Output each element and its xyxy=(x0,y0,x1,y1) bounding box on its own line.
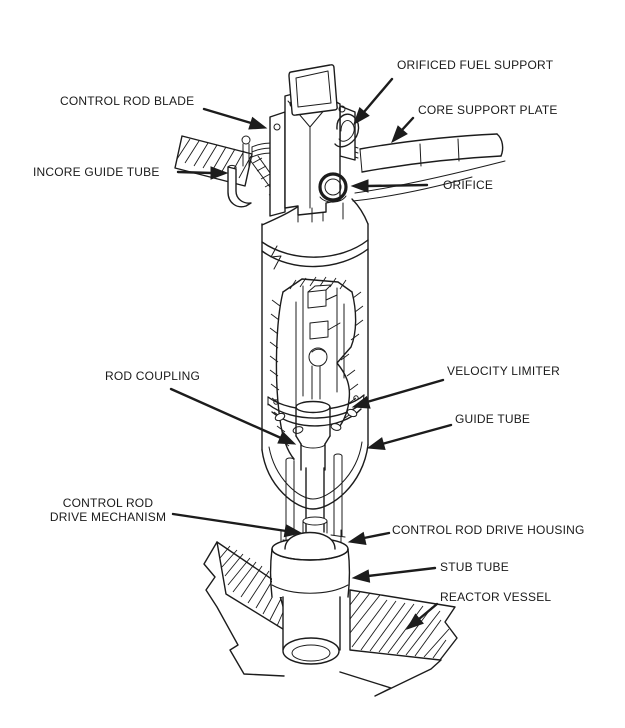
label-stub-tube: STUB TUBE xyxy=(440,560,509,574)
arrow-velocity-limiter xyxy=(351,378,445,409)
arrow-control-rod-drive-mechanism xyxy=(171,512,303,538)
label-guide-tube: GUIDE TUBE xyxy=(455,412,531,426)
label-reactor-vessel: REACTOR VESSEL xyxy=(440,590,552,604)
orificed-fuel-support-drawing xyxy=(334,113,360,148)
crd-mechanism-dome-drawing xyxy=(284,531,336,550)
label-rod-coupling: ROD COUPLING xyxy=(105,369,201,383)
stub-tube-drawing xyxy=(269,548,273,598)
label-velocity-limiter: VELOCITY LIMITER xyxy=(447,364,561,378)
label-control-rod-drive-housing: CONTROL ROD DRIVE HOUSING xyxy=(392,523,585,537)
label-control-rod-blade: CONTROL ROD BLADE xyxy=(60,94,195,108)
rod-coupling-drawing xyxy=(295,400,331,471)
arrow-orifice xyxy=(350,179,429,193)
guide-tube-bell-drawing xyxy=(261,441,369,510)
control-rod-blade-drawing xyxy=(251,64,359,223)
arrow-reactor-vessel xyxy=(405,602,439,630)
label-control-rod-drive-mechanism: CONTROL ROD DRIVE MECHANISM xyxy=(49,496,167,524)
orifice-drawing xyxy=(318,172,348,203)
core-support-plate-drawing xyxy=(352,133,506,202)
arrow-rod-coupling xyxy=(169,387,297,445)
arrow-stub-tube xyxy=(351,566,437,583)
arrow-control-rod-drive-housing xyxy=(347,531,391,545)
crd-housing-drawing xyxy=(269,529,351,665)
arrow-core-support-plate xyxy=(391,116,415,144)
incore-guide-tube-drawing xyxy=(227,164,252,208)
arrow-orificed-fuel-support xyxy=(353,77,394,126)
arrow-control-rod-blade xyxy=(202,107,268,130)
label-incore-guide-tube: INCORE GUIDE TUBE xyxy=(33,165,160,179)
callout-arrows xyxy=(169,77,453,630)
arrow-incore-guide-tube xyxy=(176,166,229,180)
arrow-guide-tube xyxy=(366,423,453,451)
label-core-support-plate: CORE SUPPORT PLATE xyxy=(418,103,558,117)
label-orificed-fuel-support: ORIFICED FUEL SUPPORT xyxy=(397,58,554,72)
reactor-vessel-drawing xyxy=(203,541,458,697)
label-orifice: ORIFICE xyxy=(443,178,494,192)
